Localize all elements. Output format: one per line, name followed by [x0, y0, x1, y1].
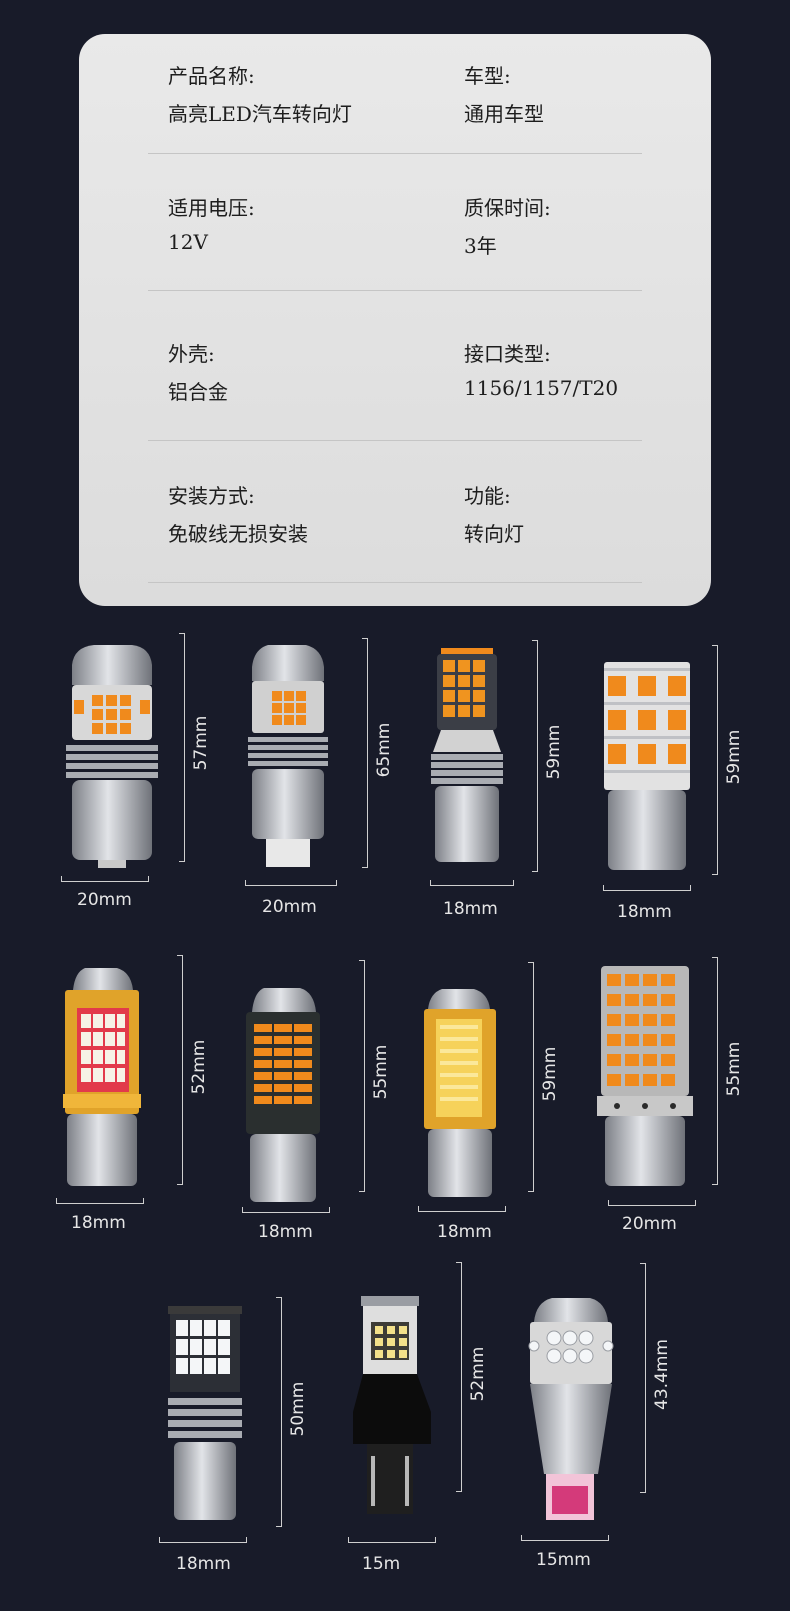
height-dimension-line — [528, 962, 534, 1192]
width-dimension-line — [430, 880, 514, 886]
width-dimension-label: 18mm — [617, 902, 672, 922]
width-dimension-line — [56, 1198, 144, 1204]
height-dimension-label: 57mm — [191, 715, 211, 771]
height-dimension-line — [712, 645, 718, 875]
width-dimension-line — [603, 885, 691, 891]
width-dimension-line — [242, 1207, 330, 1213]
width-dimension-line — [159, 1537, 247, 1543]
spec-card: 产品名称: 高亮LED汽车转向灯 车型: 通用车型 适用电压: 12V 质保时间… — [79, 34, 711, 606]
spec-label: 功能: — [464, 484, 511, 508]
bulb-product — [353, 1296, 433, 1524]
led-bulb-icon — [63, 968, 141, 1186]
width-dimension-label: 20mm — [262, 897, 317, 917]
width-dimension-label: 18mm — [176, 1554, 231, 1574]
spec-divider — [148, 290, 642, 291]
height-dimension-line — [276, 1297, 282, 1527]
width-dimension-label: 18mm — [443, 899, 498, 919]
spec-label: 外壳: — [168, 342, 215, 366]
spec-value: 3年 — [464, 234, 497, 258]
bulb-product — [597, 966, 697, 1198]
height-dimension-line — [177, 955, 183, 1185]
height-dimension-line — [532, 640, 538, 872]
led-bulb-icon — [168, 1306, 242, 1520]
height-dimension-line — [359, 960, 365, 1192]
width-dimension-label: 15mm — [536, 1550, 591, 1570]
bulb-product — [431, 648, 511, 878]
height-dimension-label: 52mm — [468, 1346, 488, 1402]
height-dimension-line — [179, 633, 185, 862]
height-dimension-line — [456, 1262, 462, 1492]
spec-divider — [148, 153, 642, 154]
bulb-product — [246, 645, 346, 885]
spec-label: 安装方式: — [168, 484, 255, 508]
height-dimension-label: 43.4mm — [652, 1339, 672, 1410]
led-bulb-icon — [248, 645, 328, 867]
width-dimension-label: 18mm — [258, 1222, 313, 1242]
spec-label: 质保时间: — [464, 196, 551, 220]
height-dimension-label: 59mm — [540, 1046, 560, 1102]
led-bulb-icon — [604, 662, 690, 870]
width-dimension-label: 20mm — [77, 890, 132, 910]
width-dimension-line — [348, 1537, 436, 1543]
bulb-product — [62, 645, 202, 935]
spec-divider — [148, 440, 642, 441]
led-bulb-icon — [353, 1296, 431, 1514]
spec-label: 车型: — [464, 64, 511, 88]
spec-label: 适用电压: — [168, 196, 255, 220]
width-dimension-line — [61, 876, 149, 882]
led-bulb-icon — [66, 645, 158, 868]
bulb-product — [422, 989, 502, 1209]
led-bulb-icon — [528, 1298, 614, 1520]
led-bulb-icon — [597, 966, 693, 1186]
led-bulb-icon — [246, 988, 320, 1202]
height-dimension-line — [712, 957, 718, 1185]
spec-value: 免破线无损安装 — [168, 522, 308, 546]
bulb-product — [244, 988, 324, 1216]
spec-value: 1156/1157/T20 — [464, 376, 619, 400]
height-dimension-label: 52mm — [189, 1039, 209, 1095]
width-dimension-label: 18mm — [71, 1213, 126, 1233]
width-dimension-line — [608, 1200, 696, 1206]
led-bulb-icon — [424, 989, 496, 1197]
height-dimension-label: 55mm — [371, 1044, 391, 1100]
width-dimension-label: 20mm — [622, 1214, 677, 1234]
spec-value: 高亮LED汽车转向灯 — [168, 102, 352, 126]
height-dimension-line — [640, 1263, 646, 1493]
spec-value: 通用车型 — [464, 102, 544, 126]
spec-value: 12V — [168, 230, 208, 254]
spec-value: 铝合金 — [168, 380, 228, 404]
height-dimension-line — [362, 638, 368, 868]
bulb-product — [168, 1306, 248, 1532]
width-dimension-label: 15m — [362, 1554, 401, 1574]
height-dimension-label: 65mm — [374, 722, 394, 778]
spec-divider — [148, 582, 642, 583]
width-dimension-line — [521, 1535, 609, 1541]
width-dimension-line — [418, 1206, 506, 1212]
spec-value: 转向灯 — [464, 522, 524, 546]
bulb-product — [602, 662, 702, 882]
width-dimension-line — [245, 880, 337, 886]
height-dimension-label: 59mm — [724, 729, 744, 785]
width-dimension-label: 18mm — [437, 1222, 492, 1242]
led-bulb-icon — [431, 648, 503, 862]
height-dimension-label: 59mm — [544, 724, 564, 780]
spec-label: 接口类型: — [464, 342, 551, 366]
height-dimension-label: 55mm — [724, 1041, 744, 1097]
bulb-product — [61, 968, 151, 1198]
spec-label: 产品名称: — [168, 64, 255, 88]
height-dimension-label: 50mm — [288, 1381, 308, 1437]
bulb-product — [528, 1298, 618, 1526]
